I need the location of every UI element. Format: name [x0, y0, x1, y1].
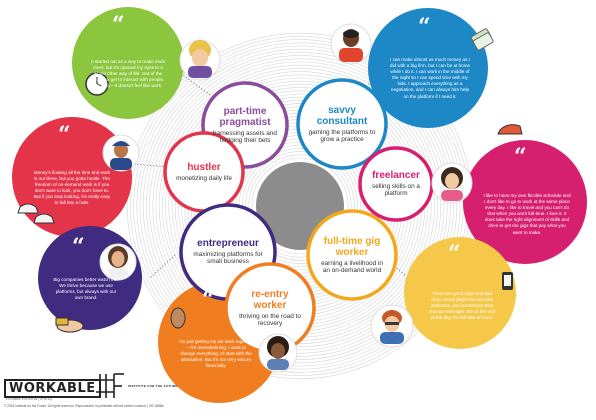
quote-text-consultant: I can make almost as much money as I did…: [389, 56, 471, 99]
persona-title: freelancer: [372, 170, 420, 181]
persona-label-freelancer: freelancer selling skills on a platform: [367, 170, 425, 198]
persona-title: full-time gig worker: [323, 235, 381, 258]
ripple-ring: [142, 48, 458, 364]
avatar-pragmatist: [179, 39, 221, 81]
ripple-ring: [152, 58, 448, 354]
ripple-ring: [149, 55, 451, 357]
quote-mark-icon: “: [202, 287, 215, 313]
avatar-re-entry: [258, 333, 298, 373]
iftf-label: INSTITUTE FOR THE FUTURE: [128, 384, 178, 388]
sneakers-icon: [17, 203, 55, 224]
quote-mark-icon: “: [448, 241, 461, 267]
quote-mark-icon: “: [72, 234, 85, 260]
clock-icon: [85, 72, 109, 96]
persona-circle-gig-worker: [306, 209, 398, 301]
ripple-ring: [251, 157, 349, 255]
persona-description: selling skills on a platform: [372, 183, 420, 198]
ripple-ring: [146, 52, 454, 360]
phone-icon: [502, 272, 513, 290]
persona-label-hustler: hustler monetizing daily life: [174, 162, 234, 182]
ripple-ring: [158, 64, 442, 348]
hand-icon: [170, 307, 186, 329]
persona-title: re-entry worker: [251, 288, 289, 311]
connector-pragmatist: [175, 69, 211, 96]
persona-title: hustler: [187, 162, 221, 173]
avatar-entrepreneur: [99, 243, 137, 281]
quote-mark-icon: “: [514, 144, 527, 170]
quote-text-hustler: Money's floating all the time and work i…: [33, 169, 111, 206]
quote-bubble-gig-worker: [404, 237, 516, 349]
quote-mark-icon: “: [418, 14, 431, 40]
workable-subtitle: FUTURES INITIATIVE | IFTF.org: [6, 397, 53, 401]
quote-mark-icon: “: [112, 12, 125, 38]
ripple-ring: [248, 154, 352, 258]
persona-description: earning a livelihood in an on-demand wor…: [321, 259, 383, 275]
persona-description: maximizing platforms for small business: [193, 251, 263, 266]
persona-title: part-time pragmatist: [219, 105, 271, 128]
quote-text-re-entry: I'm just getting my act back together—it…: [179, 338, 253, 369]
avatar-gig-worker: [370, 304, 414, 348]
avatar-hustler: [102, 134, 140, 172]
quote-text-freelancer: I like to have my own flexible schedule …: [483, 192, 571, 235]
quote-text-gig-worker: There are good days and bad days. Good p…: [428, 290, 496, 321]
persona-title: entrepreneur: [197, 238, 259, 249]
quote-mark-icon: “: [58, 122, 71, 148]
connector-entrepreneur: [149, 254, 176, 279]
ripple-ring: [162, 68, 438, 344]
persona-description: gaming the platforms to grow a practice: [308, 128, 376, 144]
persona-description: harnessing assets and hedging their bets: [213, 129, 277, 145]
avatar-consultant: [330, 23, 372, 65]
shoe-icon: [497, 124, 523, 135]
quote-bubble-consultant: [368, 8, 488, 128]
money-stack-icon: [470, 28, 494, 51]
quote-bubble-freelancer: [463, 140, 587, 264]
quote-text-entrepreneur: Big companies better watch out. We thriv…: [53, 276, 119, 301]
quote-bubble-hustler: [12, 117, 132, 237]
avatar-freelancer: [431, 162, 473, 204]
persona-description: thriving on the road to recovery: [239, 312, 301, 328]
ripple-ring: [245, 151, 355, 261]
persona-label-entrepreneur: entrepreneur maximizing platforms for sma…: [190, 238, 266, 266]
persona-description: monetizing daily life: [176, 175, 232, 183]
persona-circle-consultant: [296, 78, 388, 170]
persona-title: savvy consultant: [316, 104, 368, 127]
handshake-icon: [55, 317, 84, 333]
quote-text-pragmatist: It started out as a way to make ends mee…: [91, 58, 165, 89]
copyright-notice: © 2016 Institute for the Future. All rig…: [4, 404, 164, 408]
ripple-ring: [155, 61, 445, 351]
ripple-ring: [139, 45, 461, 367]
workable-logo: WORKABLE: [4, 379, 101, 398]
